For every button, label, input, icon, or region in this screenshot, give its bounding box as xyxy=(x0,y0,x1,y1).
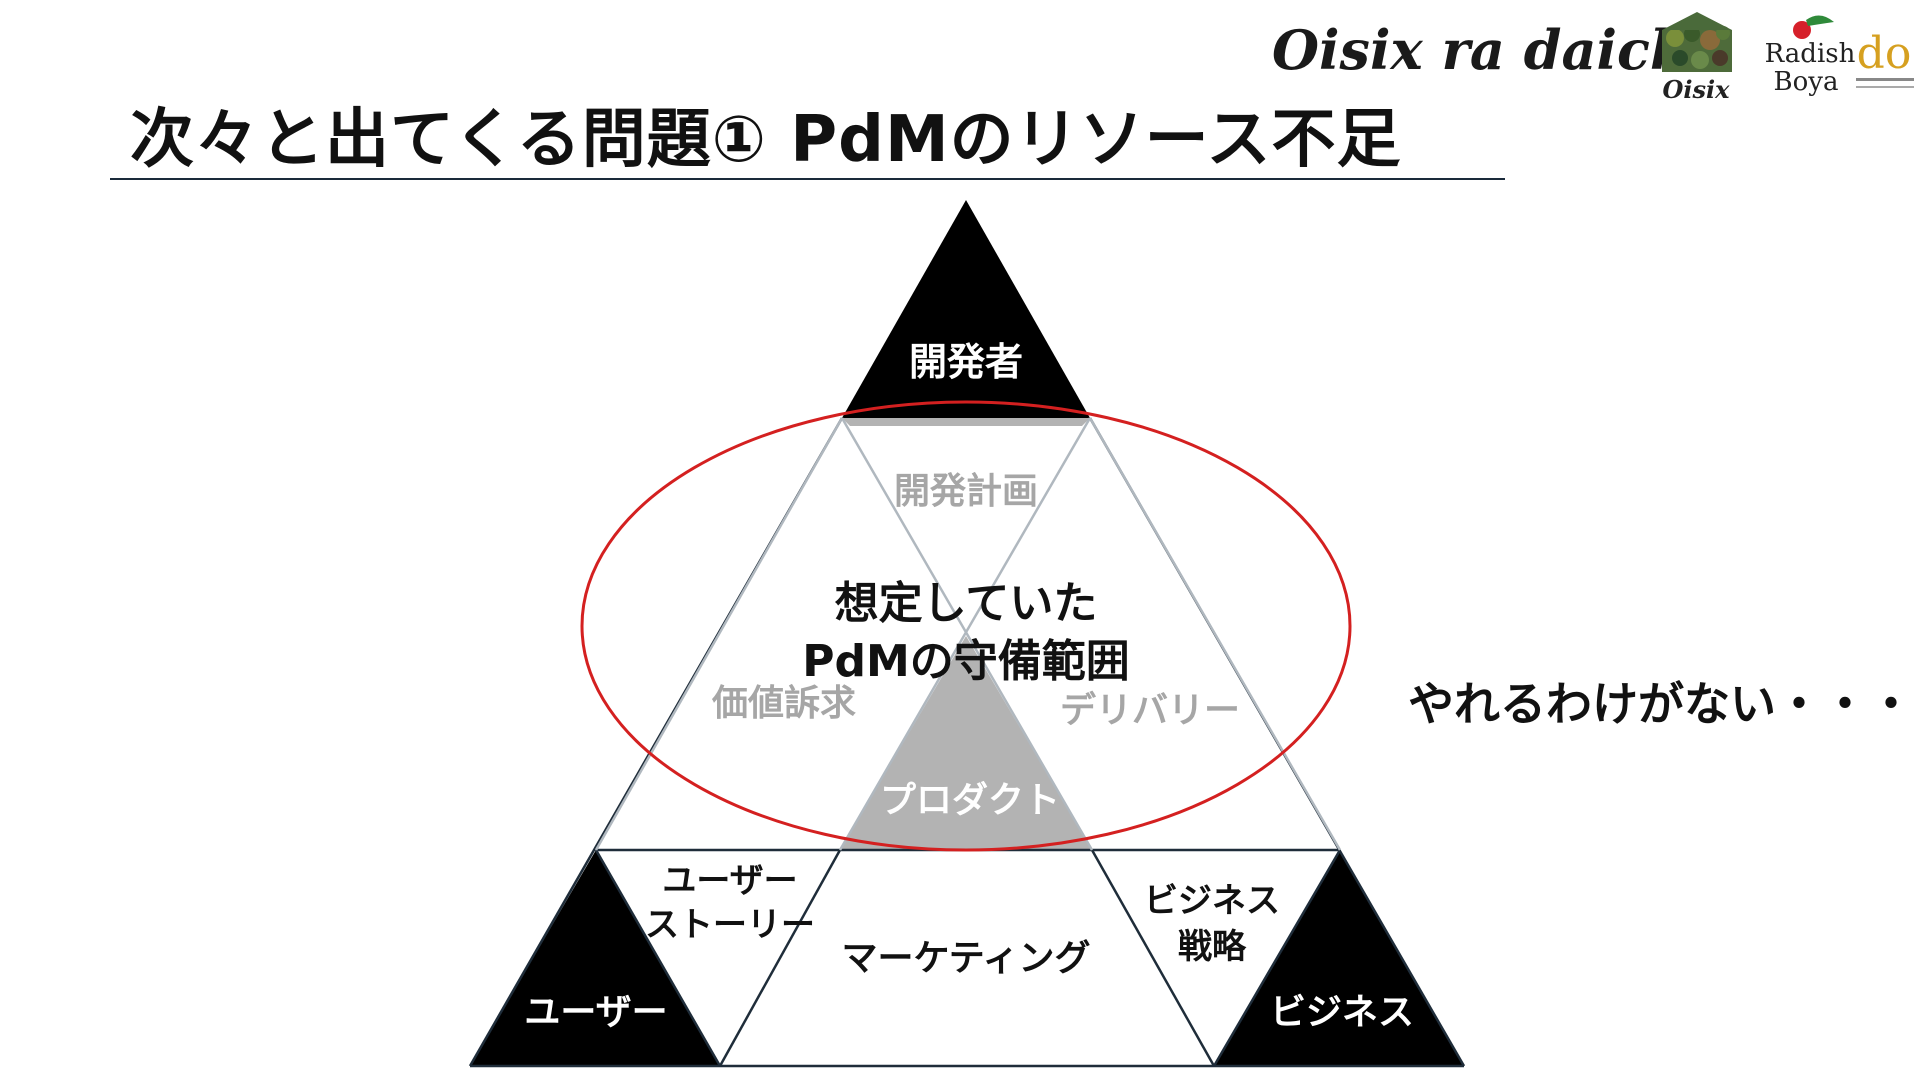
pdm-scope-ellipse xyxy=(580,400,1352,852)
oisix-logo-icon: Oisix xyxy=(1662,12,1732,104)
brand-logos-icon: Oisix Radish Boya do xyxy=(1662,12,1914,104)
gray-line-right xyxy=(1088,417,1342,851)
corner-label-left: ユーザー xyxy=(524,992,667,1033)
overlap-label-left: 価値訴求 xyxy=(711,683,856,724)
svg-text:Boya: Boya xyxy=(1774,67,1839,97)
title-divider xyxy=(110,178,1505,180)
svg-text:do: do xyxy=(1857,28,1912,79)
radish-boya-logo-icon: Radish Boya xyxy=(1765,15,1856,97)
gray-line-left xyxy=(594,417,844,851)
overlap-label-right: デリバリー xyxy=(1060,689,1240,731)
scope-label-line-2: PdMの守備範囲 xyxy=(802,636,1130,687)
overlap-label-br-2: 戦略 xyxy=(1178,927,1247,967)
overlap-label-center: プロダクト xyxy=(880,780,1060,821)
gray-line-b xyxy=(838,417,1092,851)
slide-title: 次々と出てくる問題① PdMのリソース不足 xyxy=(130,103,1402,177)
overlap-label-top: 開発計画 xyxy=(894,471,1038,512)
top-overlap-bar xyxy=(842,418,1090,426)
overlap-label-bottom: マーケティング xyxy=(841,938,1090,979)
overlap-label-bl-2: ストーリー xyxy=(645,905,815,945)
corner-left-triangle xyxy=(470,850,720,1066)
brand-logo-text: Oisix ra daichi xyxy=(1272,18,1710,82)
overlap-label-bl-1: ユーザー xyxy=(662,861,797,901)
center-product-triangle xyxy=(840,636,1092,850)
daichi-logo-icon: do xyxy=(1856,28,1914,88)
scope-label-line-1: 想定していた xyxy=(835,578,1098,629)
corner-top-triangle xyxy=(842,200,1090,418)
logo-area: Oisix ra daichi Oisix Radish Boya xyxy=(1220,0,1920,110)
corner-right-triangle xyxy=(1214,850,1464,1066)
corner-label-top: 開発者 xyxy=(909,340,1023,384)
gray-line-a xyxy=(840,417,1094,851)
side-note: やれるわけがない・・・ xyxy=(1408,677,1914,731)
corner-label-right: ビジネス xyxy=(1270,992,1414,1033)
overlap-label-br-1: ビジネス xyxy=(1144,881,1280,921)
right-small-diag xyxy=(1212,849,1342,1067)
svg-text:Radish: Radish xyxy=(1765,39,1856,69)
inner-left-diag xyxy=(718,849,842,1067)
inner-right-diag xyxy=(1090,849,1216,1067)
left-small-diag xyxy=(594,849,722,1067)
svg-text:Oisix: Oisix xyxy=(1663,75,1731,104)
